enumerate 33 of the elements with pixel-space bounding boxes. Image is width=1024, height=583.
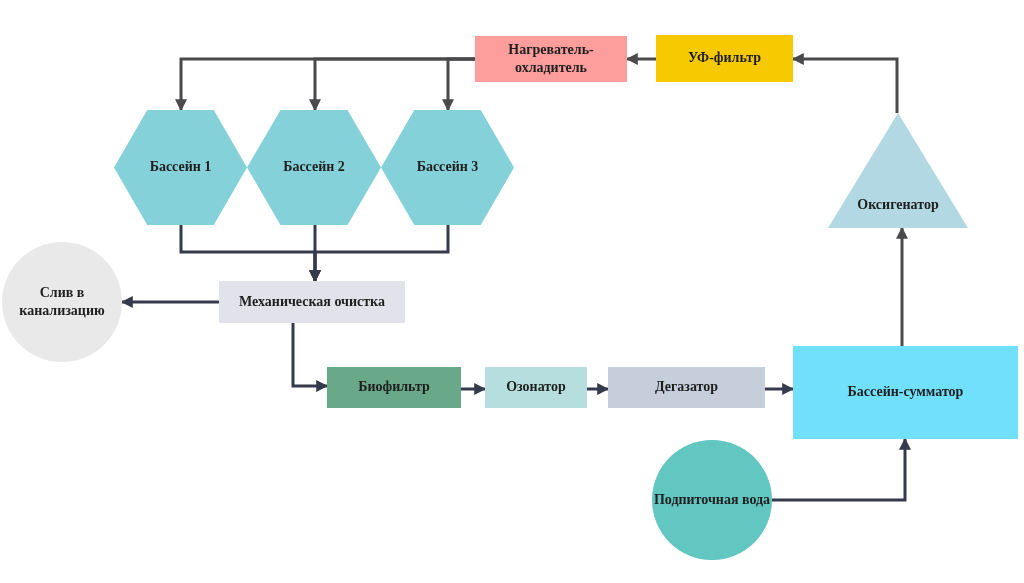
arrow xyxy=(120,296,219,308)
node-label: Слив в канализацию xyxy=(18,283,106,320)
pool-hexagon xyxy=(247,110,381,225)
node-label: Бассейн 3 xyxy=(416,158,479,177)
arrow xyxy=(772,437,911,502)
node-label: Биофильтр xyxy=(358,378,430,397)
process-box xyxy=(327,367,461,408)
node-label: Бассейн 2 xyxy=(283,158,345,177)
node-label: Бассейн 1 xyxy=(149,158,212,177)
process-box xyxy=(793,346,1018,439)
process-box xyxy=(219,281,405,323)
process-box xyxy=(656,35,793,82)
arrow xyxy=(291,323,329,392)
arrow xyxy=(461,383,487,395)
node-label: Дегазатор xyxy=(654,378,719,397)
process-box xyxy=(485,367,587,408)
node-label: Бассейн-сумматор xyxy=(847,383,964,402)
node-label: Подпиточная вода xyxy=(653,490,771,509)
arrow xyxy=(896,226,908,346)
node-label: Механическая очистка xyxy=(239,292,385,311)
arrow xyxy=(442,57,475,112)
oxygenator-triangle xyxy=(828,113,968,228)
arrow xyxy=(309,225,450,283)
node-label: УФ-фильтр xyxy=(687,49,762,68)
arrow xyxy=(765,383,795,395)
pool-hexagon xyxy=(381,110,514,225)
node-label: Озонатор xyxy=(506,378,566,397)
node-label: Нагреватель-охладитель xyxy=(507,40,595,77)
pool-hexagon xyxy=(114,110,247,225)
node-label: Оксигенатор xyxy=(857,195,939,214)
process-box xyxy=(608,367,765,408)
process-box xyxy=(475,36,627,82)
arrow xyxy=(587,383,610,395)
